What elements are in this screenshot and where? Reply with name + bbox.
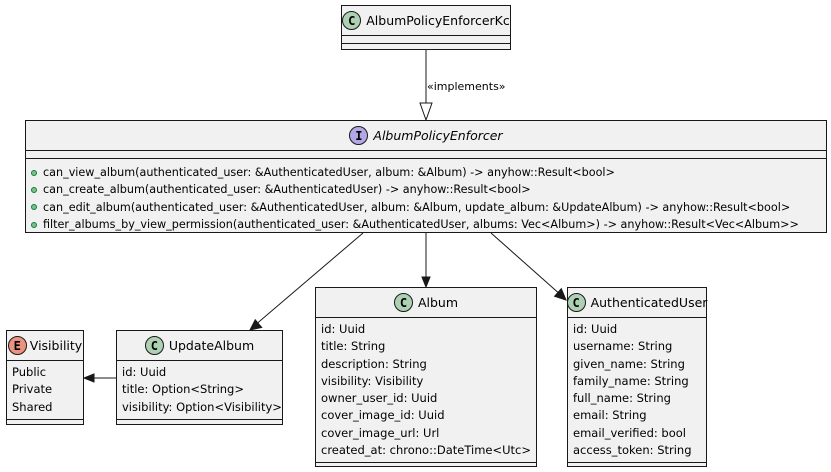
class-header: C AlbumPolicyEnforcerKc <box>342 6 510 36</box>
fields-section: id: Uuid title: Option<String> visibilit… <box>117 361 282 420</box>
class-stereotype-icon: C <box>566 293 586 312</box>
field-row: owner_user_id: Uuid <box>321 391 438 406</box>
field-row: access_token: String <box>573 443 692 458</box>
method-signature: can_create_album(authenticated_user: &Au… <box>43 183 531 197</box>
enforcer-to-authuser-line <box>490 232 563 297</box>
class-name: AlbumPolicyEnforcerKc <box>366 13 510 28</box>
field-row: visibility: Visibility <box>321 373 424 388</box>
class-stereotype-icon: C <box>393 293 413 312</box>
interface-name: AlbumPolicyEnforcer <box>373 128 503 143</box>
public-method-icon <box>31 221 37 228</box>
class-name: AuthenticatedUser <box>590 295 708 310</box>
method-row: can_view_album(authenticated_user: &Auth… <box>26 164 826 181</box>
class-stereotype-icon: C <box>342 11 362 30</box>
fields-section: id: Uuid title: String description: Stri… <box>316 318 536 464</box>
field-row: id: Uuid <box>573 322 618 336</box>
methods-section <box>316 463 536 471</box>
field-row: full_name: String <box>573 391 671 406</box>
method-row: filter_albums_by_view_permission(authent… <box>26 216 826 233</box>
enforcer-to-album-arrowhead <box>421 276 431 289</box>
interface-header: I AlbumPolicyEnforcer <box>26 121 826 151</box>
public-method-icon <box>31 169 37 176</box>
method-row: can_edit_album(authenticated_user: &Auth… <box>26 199 826 216</box>
field-row: description: String <box>321 356 427 371</box>
field-row: username: String <box>573 339 673 354</box>
field-row: given_name: String <box>573 356 685 371</box>
enum-value: Shared <box>12 399 53 414</box>
implements-arrowhead <box>419 102 433 122</box>
methods-section <box>7 420 83 428</box>
method-signature: can_view_album(authenticated_user: &Auth… <box>43 166 615 179</box>
class-name: Album <box>417 295 459 310</box>
fields-section: id: Uuid username: String given_name: St… <box>568 318 706 464</box>
enum-stereotype-icon: E <box>7 336 27 355</box>
method-row: can_create_album(authenticated_user: &Au… <box>26 181 826 198</box>
field-row: cover_image_url: Url <box>321 425 440 440</box>
field-row: email: String <box>573 408 647 423</box>
enforcer-to-updatealbum-arrowhead <box>249 318 263 331</box>
field-row: cover_image_id: Uuid <box>321 408 445 423</box>
enum-header: E Visibility <box>7 331 83 361</box>
class-name: UpdateAlbum <box>168 338 255 353</box>
enum-values-section: Public Private Shared <box>7 361 83 420</box>
class-header: C AuthenticatedUser <box>566 288 708 318</box>
methods-section: can_view_album(authenticated_user: &Auth… <box>26 159 826 233</box>
public-method-icon <box>31 186 37 193</box>
field-row: id: Uuid <box>122 365 167 379</box>
enum-value: Public <box>12 365 47 379</box>
public-method-icon <box>31 204 37 211</box>
enforcer-to-authuser-arrowhead <box>553 287 567 301</box>
method-signature: filter_albums_by_view_permission(authent… <box>43 217 799 231</box>
class-album-policy-enforcer-kc[interactable]: C AlbumPolicyEnforcerKc <box>341 5 511 50</box>
interface-stereotype-icon: I <box>349 126 369 145</box>
class-authenticated-user[interactable]: C AuthenticatedUser id: Uuid username: S… <box>566 287 708 467</box>
implements-label: «implements» <box>427 80 506 93</box>
class-header: C UpdateAlbum <box>117 331 282 361</box>
enum-name: Visibility <box>29 338 83 353</box>
fields-section <box>342 36 510 44</box>
class-album[interactable]: C Album id: Uuid title: String descripti… <box>315 287 537 467</box>
fields-section <box>26 151 826 159</box>
enforcer-to-updatealbum-line <box>253 232 364 327</box>
field-row: family_name: String <box>573 373 689 388</box>
field-row: id: Uuid <box>321 322 366 336</box>
field-row: title: Option<String> <box>122 382 244 397</box>
field-row: visibility: Option<Visibility> <box>122 399 282 414</box>
updatealbum-to-visibility-arrowhead <box>82 373 95 383</box>
class-stereotype-icon: C <box>144 336 164 355</box>
methods-section <box>117 420 282 428</box>
field-row: title: String <box>321 339 386 354</box>
interface-album-policy-enforcer[interactable]: I AlbumPolicyEnforcer can_view_album(aut… <box>25 120 827 233</box>
enum-value: Private <box>12 382 53 397</box>
field-row: email_verified: bool <box>573 425 686 440</box>
methods-section <box>342 44 510 52</box>
method-signature: can_edit_album(authenticated_user: &Auth… <box>43 200 791 214</box>
methods-section <box>568 463 706 471</box>
field-row: created_at: chrono::DateTime<Utc> <box>321 443 531 458</box>
enum-visibility[interactable]: E Visibility Public Private Shared <box>6 330 84 425</box>
class-update-album[interactable]: C UpdateAlbum id: Uuid title: Option<Str… <box>116 330 283 425</box>
class-header: C Album <box>316 288 536 318</box>
